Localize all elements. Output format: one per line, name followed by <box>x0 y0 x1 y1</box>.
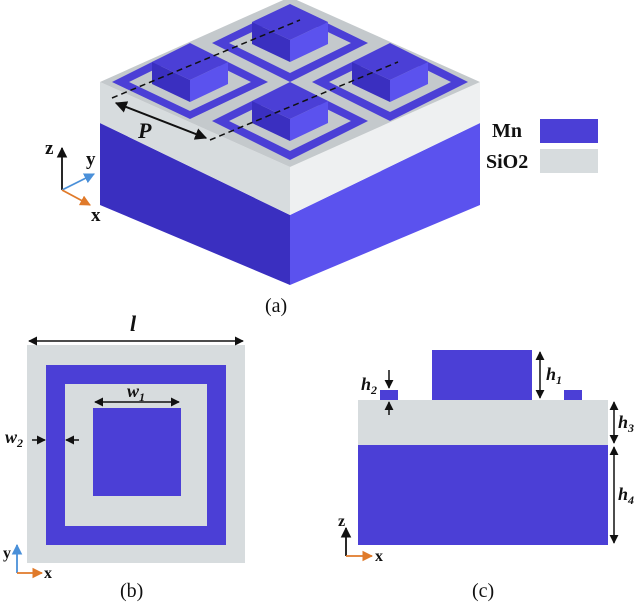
mn-cube-right <box>352 44 428 102</box>
mn-substrate-left-face <box>100 123 290 285</box>
ring-width-label: w2 <box>5 427 23 450</box>
mn-cube-left <box>152 44 228 102</box>
mn-ring-side-right <box>564 390 582 400</box>
mn-cube-top <box>252 4 328 62</box>
axis-x-label-b: x <box>44 565 52 582</box>
axis-y-label-b: y <box>3 545 11 562</box>
mn-cube-side <box>432 350 532 400</box>
axis-z-label-c: z <box>338 513 345 530</box>
axis-z-label: z <box>45 138 54 159</box>
axes-3d: z y x <box>45 138 101 226</box>
panel-c-side-view: h1 h2 h3 h4 z x (c) <box>338 350 634 602</box>
mn-substrate-right-face <box>290 123 480 285</box>
material-legend: Mn SiO2 <box>486 119 598 173</box>
mn-substrate-side <box>358 445 608 545</box>
legend-swatch-mn <box>540 119 598 143</box>
h2-label: h2 <box>361 374 377 397</box>
inner-width-label: w1 <box>127 381 145 404</box>
length-label: l <box>130 311 137 336</box>
panel-c-caption: (c) <box>472 580 494 602</box>
legend-swatch-sio2 <box>540 149 598 173</box>
axis-y-label: y <box>86 149 96 170</box>
period-dashed-line-top <box>111 19 301 99</box>
axis-x-label: x <box>91 205 101 226</box>
legend-label-sio2: SiO2 <box>486 151 528 173</box>
axes-2d-c: z x <box>338 513 383 565</box>
panel-a-caption: (a) <box>265 295 287 317</box>
axis-x-label-c: x <box>375 548 383 565</box>
h1-label: h1 <box>546 364 562 387</box>
panel-b-caption: (b) <box>120 580 143 602</box>
panel-b-top-view: l w1 w2 y x (b) <box>3 311 245 602</box>
h3-label: h3 <box>618 412 634 435</box>
mn-cube-bottom <box>252 83 328 141</box>
period-arrow <box>114 101 208 140</box>
center-square-mn <box>93 408 181 496</box>
sio2-spacer-side <box>358 400 608 445</box>
period-dashed-line-bottom <box>209 61 399 141</box>
period-label: P <box>137 118 152 143</box>
mn-ring-side-left <box>380 390 398 400</box>
legend-label-mn: Mn <box>492 120 522 142</box>
sio2-right-face <box>290 82 480 215</box>
panel-a-3d-view: P z y x (a) <box>45 0 480 317</box>
axes-2d-b: y x <box>3 543 52 582</box>
h4-label: h4 <box>618 484 634 507</box>
